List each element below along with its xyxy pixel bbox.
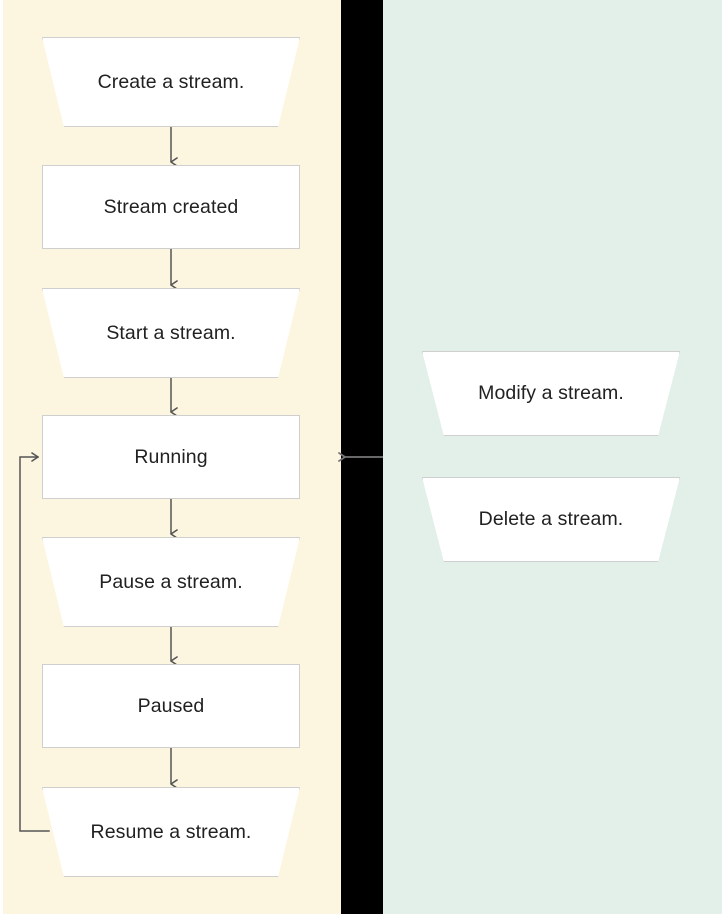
trapezoid-shape (422, 351, 680, 436)
stream-management-panel (383, 0, 722, 914)
node-label: Create a stream. (97, 70, 245, 93)
trapezoid-shape (422, 477, 680, 562)
node-label: Paused (137, 694, 205, 717)
panel-divider-gap (341, 0, 383, 914)
node-create-a-stream[interactable]: Create a stream. (42, 37, 300, 127)
node-stream-created[interactable]: Stream created (42, 165, 300, 249)
node-modify-a-stream[interactable]: Modify a stream. (422, 351, 680, 436)
node-delete-a-stream[interactable]: Delete a stream. (422, 477, 680, 562)
node-pause-a-stream[interactable]: Pause a stream. (42, 537, 300, 627)
trapezoid-shape (42, 288, 300, 378)
node-label: Running (134, 445, 208, 468)
node-label: Start a stream. (106, 321, 236, 344)
node-paused[interactable]: Paused (42, 664, 300, 748)
node-label: Pause a stream. (99, 570, 243, 593)
node-running[interactable]: Running (42, 415, 300, 499)
node-label: Modify a stream. (478, 382, 624, 405)
node-label: Stream created (103, 195, 239, 218)
trapezoid-shape (42, 37, 300, 127)
node-label: Delete a stream. (478, 508, 624, 531)
node-label: Resume a stream. (90, 820, 252, 843)
trapezoid-shape (42, 787, 300, 877)
node-start-a-stream[interactable]: Start a stream. (42, 288, 300, 378)
trapezoid-shape (42, 537, 300, 627)
node-resume-a-stream[interactable]: Resume a stream. (42, 787, 300, 877)
